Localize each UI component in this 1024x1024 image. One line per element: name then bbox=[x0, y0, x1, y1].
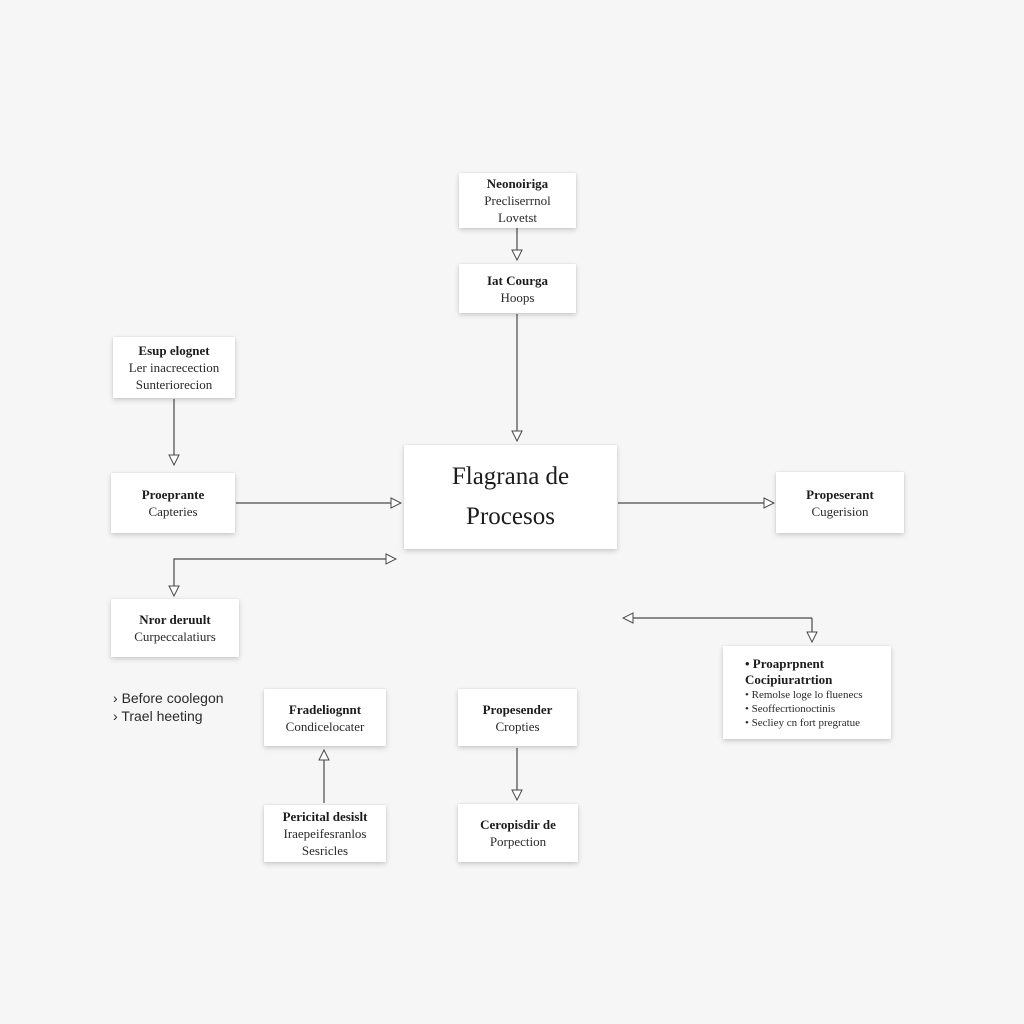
node-line: Iraepeifesranlos bbox=[283, 826, 367, 841]
node-bottom-mid[interactable]: Propesender Cropties bbox=[458, 689, 577, 746]
node-line: Lovetst bbox=[498, 210, 537, 225]
node-title: Fradeliognnt bbox=[288, 701, 362, 717]
node-line: Condicelocater bbox=[285, 718, 365, 734]
connector-elbow-to-center bbox=[173, 559, 396, 583]
bullet-text: Trael heeting bbox=[121, 708, 203, 724]
node-line: Cropties bbox=[495, 718, 540, 734]
node-top-2[interactable]: Iat Courga Hoops bbox=[459, 264, 576, 313]
bullet-item: › Before coolegon bbox=[113, 690, 224, 706]
node-left-top[interactable]: Esup elognet Ler inacrecection Sunterior… bbox=[113, 337, 235, 398]
node-title: Propeserant bbox=[806, 486, 874, 502]
node-line: Cugerision bbox=[811, 503, 869, 519]
node-title: Esup elognet bbox=[138, 343, 210, 358]
node-line: Sunteriorecion bbox=[135, 377, 213, 392]
list-item: • Remolse loge lo fluenecs bbox=[745, 688, 863, 701]
node-title: Ceropisdir de bbox=[480, 817, 556, 832]
list-item: • Secliey cn fort pregratue bbox=[745, 716, 861, 729]
node-title: Pericital desislt bbox=[282, 809, 368, 824]
node-right[interactable]: Propeserant Cugerision bbox=[776, 472, 904, 533]
node-top-1[interactable]: Neonoiriga Precliserrnol Lovetst bbox=[459, 173, 576, 228]
node-left-mid[interactable]: Proeprante Capteries bbox=[111, 473, 235, 533]
node-line: Capteries bbox=[148, 504, 198, 519]
node-bottom-left[interactable]: Fradeliognnt Condicelocater bbox=[264, 689, 386, 746]
bullet-item: › Trael heeting bbox=[113, 708, 203, 724]
list-title-line: Cocipiuratrtion bbox=[745, 671, 833, 687]
node-title: Neonoiriga bbox=[486, 176, 549, 191]
node-title: Proeprante bbox=[141, 487, 205, 502]
node-line: Ler inacrecection bbox=[128, 360, 220, 375]
node-title: Propesender bbox=[482, 701, 553, 717]
center-title-line: Flagrana de bbox=[451, 463, 570, 490]
node-bottom-mid-lower[interactable]: Ceropisdir de Porpection bbox=[458, 804, 578, 862]
node-line: Curpeccalatiurs bbox=[134, 629, 216, 644]
node-title: Iat Courga bbox=[486, 272, 549, 288]
node-center[interactable]: Flagrana de Procesos bbox=[404, 445, 617, 549]
node-line: Precliserrnol bbox=[484, 193, 551, 208]
node-right-list[interactable]: • Proaprpnent Cocipiuratrtion • Remolse … bbox=[723, 646, 891, 739]
list-item: • Seoffecrtionoctinis bbox=[745, 702, 836, 715]
node-bottom-left-lower[interactable]: Pericital desislt Iraepeifesranlos Sesri… bbox=[264, 805, 386, 862]
node-line: Porpection bbox=[489, 834, 547, 849]
node-line: Hoops bbox=[500, 289, 535, 305]
list-title-line: • Proaprpnent bbox=[745, 655, 825, 671]
node-title: Nror deruult bbox=[139, 612, 211, 627]
bullet-text: Before coolegon bbox=[121, 690, 224, 706]
bullet-notes: › Before coolegon › Trael heeting bbox=[113, 689, 224, 725]
node-left-low[interactable]: Nror deruult Curpeccalatiurs bbox=[111, 599, 239, 657]
node-line: Sesricles bbox=[301, 843, 349, 858]
center-title-line: Procesos bbox=[466, 503, 555, 530]
